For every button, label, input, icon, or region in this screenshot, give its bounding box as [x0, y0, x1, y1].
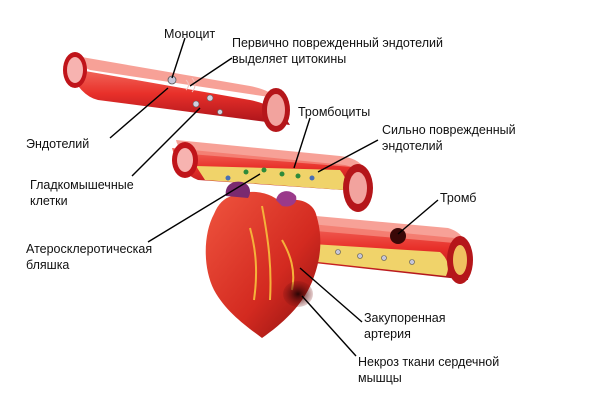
label-necrosis-line2: мышцы: [358, 371, 402, 385]
vessel-3-cell: [409, 259, 415, 265]
leader-platelets: [293, 117, 311, 169]
vessel-3-top: [294, 214, 466, 244]
label-necrosis-line1: Некроз ткани сердечной: [358, 355, 500, 369]
label-primary-damage-line1: Первично поврежденный эндотелий: [232, 36, 443, 50]
heart-vessel-top: [276, 191, 297, 207]
vessel-2-cell: [225, 175, 231, 181]
leader-plaque: [147, 173, 261, 243]
label-plaque-line1: Атеросклеротическая: [26, 242, 153, 256]
platelet: [279, 171, 285, 177]
platelet: [243, 169, 249, 175]
heart-vessel-top: [225, 181, 250, 198]
label-severe-damage-line1: Сильно поврежденный: [382, 123, 516, 137]
leader-smooth-muscle: [131, 107, 201, 177]
vessel-1-cell: [217, 109, 223, 115]
heart: [205, 181, 321, 338]
vessel-1-cell: [206, 94, 214, 102]
vessel-2-lumen-right: [349, 172, 367, 204]
cytokine-signal: [185, 77, 196, 93]
vessel-2-plaque: [196, 166, 347, 190]
leader-primary-damage: [189, 57, 233, 87]
vessel-1-lumen-right: [267, 94, 285, 126]
label-primary-damage-line2: выделяет цитокины: [232, 52, 347, 66]
leader-monocyte: [171, 37, 186, 79]
label-platelets: Тромбоциты: [298, 105, 371, 119]
label-smooth-muscle-line2: клетки: [30, 194, 68, 208]
label-endothelium: Эндотелий: [26, 137, 90, 151]
vessel-1-cell: [192, 100, 200, 108]
vessel-3-cell: [357, 253, 363, 259]
vessel-segment-2: [172, 140, 373, 212]
platelet: [261, 167, 267, 173]
leader-thrombus: [397, 199, 439, 235]
vessel-2-lumen-left: [177, 148, 193, 172]
label-monocyte: Моноцит: [164, 27, 216, 41]
leader-necrosis: [301, 295, 357, 357]
vessel-2-top: [176, 140, 364, 168]
vessel-1-body: [68, 68, 290, 125]
vessel-segment-3: [289, 214, 473, 284]
label-smooth-muscle-line1: Гладкомышечные: [30, 178, 134, 192]
thrombus-clot: [390, 228, 406, 244]
leader-severe-damage: [317, 139, 379, 173]
leader-occluded: [299, 267, 363, 323]
label-plaque-line2: бляшка: [26, 258, 70, 272]
vessel-3-cell: [335, 249, 341, 255]
vessel-3-cell: [381, 255, 387, 261]
leader-endothelium: [109, 87, 169, 139]
vessel-2-cell: [309, 175, 315, 181]
vessel-1-lumen-left: [67, 57, 83, 83]
label-occluded-line1: Закупоренная: [364, 311, 446, 325]
label-occluded-line2: артерия: [364, 327, 411, 341]
leader-lines: [109, 37, 439, 357]
vessel-3-plaque: [312, 244, 448, 276]
vessel-3-lumen-right: [453, 245, 467, 275]
label-severe-damage-line2: эндотелий: [382, 139, 443, 153]
label-thrombus: Тромб: [440, 191, 477, 205]
platelet: [295, 173, 301, 179]
